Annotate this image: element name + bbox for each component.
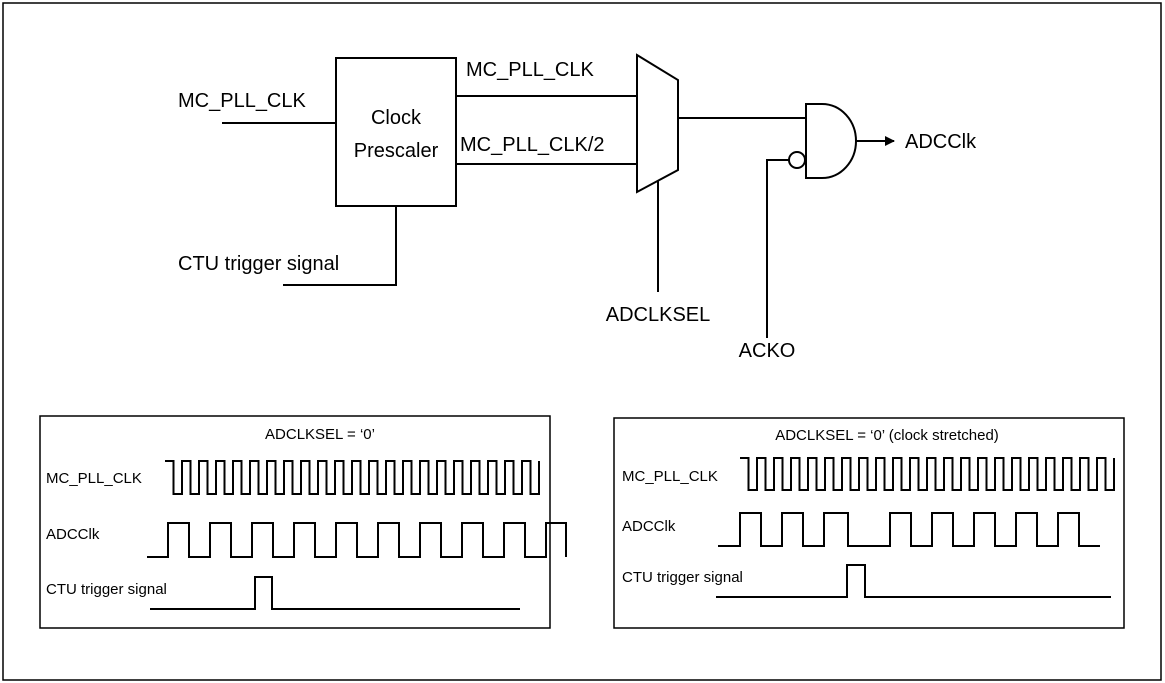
clock-prescaler-box	[335, 57, 457, 207]
timing-right-panel: ADCLKSEL = ‘0’ (clock stretched) MC_PLL_…	[613, 417, 1125, 629]
timing-left-signal-mc-pll-clk: MC_PLL_CLK	[46, 470, 142, 487]
gate-control-wire	[766, 159, 789, 338]
gate-control-label: ACKO	[739, 340, 796, 362]
timing-left-panel: ADCLKSEL = ‘0’ MC_PLL_CLK ADCClk CTU tri…	[39, 415, 567, 629]
mux-in-top-label: MC_PLL_CLK	[466, 59, 595, 81]
and-gate	[805, 103, 857, 179]
prescaler-label-line2: Prescaler	[354, 140, 439, 162]
clock-mux	[636, 53, 679, 194]
output-label: ADCClk	[905, 131, 977, 153]
block-diagram: MC_PLL_CLK Clock Prescaler CTU trigger s…	[178, 53, 977, 362]
timing-left-wave-adcclk	[147, 522, 567, 558]
prescaler-label-line1: Clock	[371, 107, 422, 129]
trigger-label: CTU trigger signal	[178, 253, 339, 275]
mux-in-bottom-label: MC_PLL_CLK/2	[460, 134, 605, 156]
timing-right-signal-mc-pll-clk: MC_PLL_CLK	[622, 468, 718, 485]
timing-left-signal-ctu-trigger: CTU trigger signal	[46, 581, 167, 598]
trigger-wire	[283, 206, 397, 286]
timing-right-wave-ctu-trigger	[716, 564, 1111, 598]
timing-right-wave-mc-pll-clk	[740, 457, 1115, 491]
timing-right-frame	[613, 417, 1125, 629]
select-label: ADCLKSEL	[606, 304, 711, 326]
timing-right-signal-ctu-trigger: CTU trigger signal	[622, 569, 743, 586]
timing-left-wave-mc-pll-clk	[165, 460, 540, 495]
timing-right-wave-adcclk	[718, 512, 1100, 547]
timing-right-title: ADCLKSEL = ‘0’ (clock stretched)	[775, 427, 999, 444]
timing-right-signal-adcclk: ADCClk	[622, 518, 676, 535]
input-clock-label: MC_PLL_CLK	[178, 90, 307, 112]
timing-left-signal-adcclk: ADCClk	[46, 526, 100, 543]
timing-left-wave-ctu-trigger	[150, 576, 520, 610]
timing-left-title: ADCLKSEL = ‘0’	[265, 426, 375, 443]
inverter-bubble	[788, 151, 806, 169]
